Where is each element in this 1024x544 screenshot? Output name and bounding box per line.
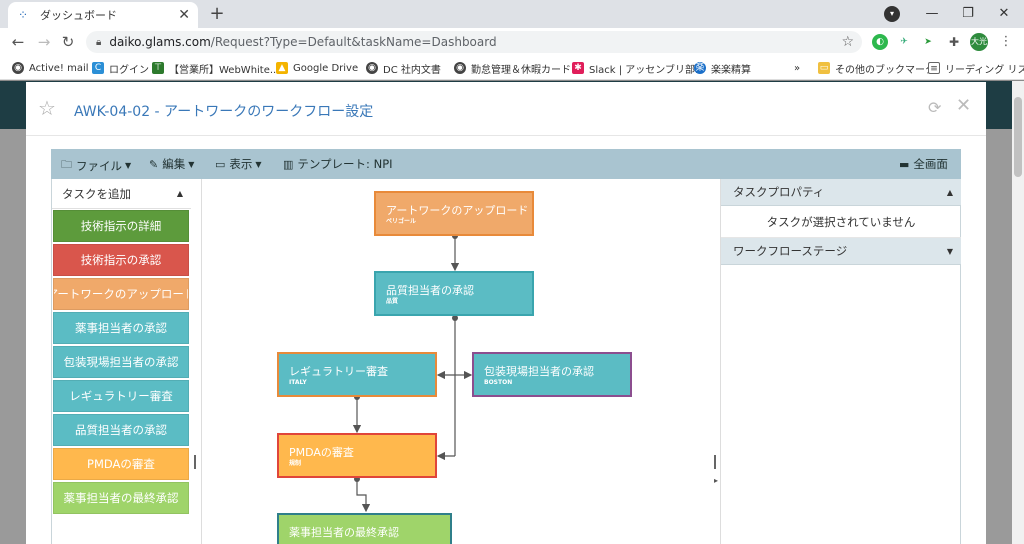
collapse-up-icon[interactable]: ▲ [946,187,953,197]
palette-task-item[interactable]: 包装現場担当者の承認 [53,346,189,378]
palette-task-item[interactable]: 薬事担当者の承認 [53,312,189,344]
workflow-settings-dialog: ☆ AWK-04-02 - アートワークのワークフロー設定 ⟳ ✕ 🗀︎ ファイ… [26,82,986,544]
palette-task-item[interactable]: 技術指示の承認 [53,244,189,276]
browser-toolbar: ← → ↻ 🔒︎ daiko.glams.com/Request?Type=De… [0,28,1024,56]
fullscreen-button[interactable]: ▬ 全画面 [899,157,948,171]
forward-icon[interactable]: → [37,33,51,51]
close-tab-icon[interactable]: ✕ [178,7,190,23]
palette-task-item[interactable]: 薬事担当者の最終承認 [53,482,189,514]
workflow-node-artwork-upload[interactable]: アートワークのアップロード ペリゴール [374,191,534,236]
other-bookmarks-folder[interactable]: ▭その他のブックマーク [818,62,935,76]
palette-task-item[interactable]: アートワークのアップロード [53,278,189,310]
palette-task-item[interactable]: レギュラトリー審査 [53,380,189,412]
tab-search-icon[interactable]: ▾ [884,6,900,22]
template-selector[interactable]: ▥ テンプレート: NPI [283,157,393,171]
page-scrollbar[interactable] [1012,81,1024,544]
right-splitter-handle[interactable] [714,455,716,469]
scrollbar-thumb[interactable] [1014,97,1022,177]
address-bar[interactable]: 🔒︎ daiko.glams.com/Request?Type=Default&… [86,31,862,53]
extensions-puzzle-icon[interactable]: ✚ [946,34,962,50]
palette-task-item[interactable]: 品質担当者の承認 [53,414,189,446]
browser-menu-icon[interactable]: ⋮ [998,34,1014,50]
window-close-button[interactable]: ✕ [998,6,1010,21]
minimize-button[interactable]: — [925,6,939,21]
template-icon: ▥ [283,157,294,171]
task-palette: タスクを追加 ▲ 技術指示の詳細技術指示の承認アートワークのアップロード薬事担当… [51,179,191,544]
workflow-node-packaging-approval[interactable]: 包装現場担当者の承認 BOSTON [472,352,632,397]
expand-right-icon[interactable]: ▸ [714,476,719,485]
editor-menubar: 🗀︎ ファイル▼ ✎ 編集▼ ▭ 表示▼ ▥ テンプレート: NPI ▬ 全画面 [51,149,961,179]
workflow-node-pmda-review[interactable]: PMDAの審査 規制 [277,433,437,478]
menu-file[interactable]: 🗀︎ ファイル▼ [61,156,131,175]
bookmarks-overflow-button[interactable]: » [794,62,801,74]
menu-edit[interactable]: ✎ 編集▼ [149,157,195,171]
workflow-node-final-approval[interactable]: 薬事担当者の最終承認 [277,513,452,544]
tab-title: ダッシュボード [40,9,117,22]
add-task-header[interactable]: タスクを追加 ▲ [52,179,191,209]
site-favicon-icon: ⁘ [17,8,29,22]
workflow-stages-header[interactable]: ワークフローステージ ▼ [721,238,961,265]
lock-icon: 🔒︎ [96,36,102,48]
no-task-selected-message: タスクが選択されていません [721,206,961,238]
workflow-node-regulatory-review[interactable]: レギュラトリー審査 ITALY [277,352,437,397]
dialog-header: ☆ AWK-04-02 - アートワークのワークフロー設定 ⟳ ✕ [26,82,986,136]
menu-view[interactable]: ▭ 表示▼ [215,157,262,171]
expand-down-icon[interactable]: ▼ [946,246,953,256]
bookmark-item[interactable]: ◉勤怠管理＆休暇カード [454,60,571,76]
browser-tab-strip: ⁘ ダッシュボード ✕ + ▾ — ❐ ✕ [0,0,1024,28]
browser-tab[interactable]: ⁘ ダッシュボード ✕ [8,2,198,28]
palette-task-item[interactable]: 技術指示の詳細 [53,210,189,242]
new-tab-button[interactable]: + [209,3,225,24]
folder-icon: 🗀︎ [61,158,72,171]
profile-avatar[interactable]: 大光 [970,33,988,51]
bookmark-star-icon[interactable]: ☆ [841,34,854,50]
monitor-icon: ▭ [215,157,226,171]
properties-panel: タスクプロパティ ▲ タスクが選択されていません ワークフローステージ ▼ [721,179,961,544]
restore-button[interactable]: ❐ [962,6,974,21]
url-text[interactable]: daiko.glams.com/Request?Type=Default&tas… [109,35,497,49]
bookmark-item[interactable]: ✱Slack | アッセンブリ部... [572,60,705,76]
workflow-node-quality-approval[interactable]: 品質担当者の承認 品質 [374,271,534,316]
window-icon: ▬ [899,157,910,171]
edit-icon: ✎ [149,157,159,171]
left-splitter-handle[interactable] [194,455,196,469]
extension-green-icon[interactable]: ◐ [872,34,888,50]
palette-task-item[interactable]: PMDAの審査 [53,448,189,480]
bookmark-item[interactable]: 楽楽楽精算 [694,62,751,76]
back-icon[interactable]: ← [11,33,25,51]
favorite-star-icon[interactable]: ☆ [38,96,56,120]
task-properties-header[interactable]: タスクプロパティ ▲ [721,179,961,206]
dialog-title: AWK-04-02 - アートワークのワークフロー設定 [74,104,374,120]
bookmark-item[interactable]: ▲Google Drive [276,60,358,76]
refresh-icon[interactable]: ⟳ [928,98,942,117]
bookmark-item[interactable]: ⊤【営業所】WebWhite... [152,60,279,76]
close-icon[interactable]: ✕ [956,95,972,116]
workflow-canvas[interactable]: アートワークのアップロード ペリゴール 品質担当者の承認 品質 レギュラトリー審… [201,179,721,544]
bookmark-item[interactable]: ◉Active! mail [12,60,89,76]
extension-bird-icon[interactable]: ✈ [896,34,912,50]
extension-arrow-icon[interactable]: ➤ [920,34,936,50]
collapse-up-icon[interactable]: ▲ [176,189,183,198]
bookmark-item[interactable]: ◉DC 社内文書 [366,60,441,76]
reload-icon[interactable]: ↻ [61,33,75,51]
reading-list-button[interactable]: ≡リーディング リスト [928,60,1024,76]
